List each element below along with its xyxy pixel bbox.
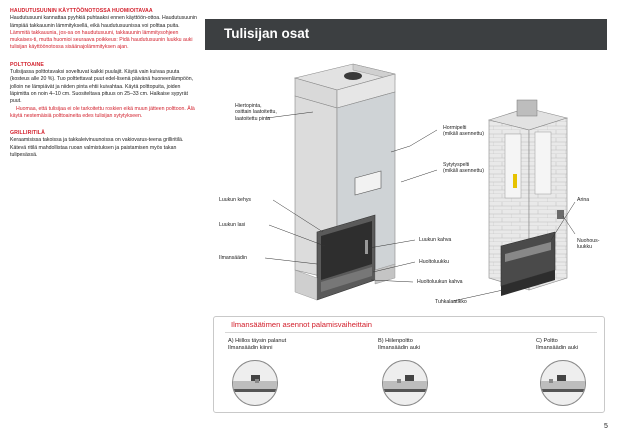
parts-panel: Tulisijan osat bbox=[205, 19, 607, 414]
ignition-damper bbox=[513, 174, 517, 188]
service-hatch bbox=[321, 267, 372, 292]
label-service-hatch-handle: Huoltoluukun kahva bbox=[417, 279, 463, 285]
label-ash-pan: Tuhkalaatikko bbox=[435, 299, 467, 305]
label-service-hatch: Huoltoluukku bbox=[419, 259, 449, 265]
paragraph: Tulisijassa polttotavaksi soveltuvat kai… bbox=[10, 69, 194, 105]
stove-cutaway-view bbox=[487, 99, 569, 296]
label-door-glass: Luukun lasi bbox=[219, 222, 246, 228]
option-line1: B) Hiilenpoltto bbox=[378, 338, 413, 344]
air-control-frame bbox=[213, 316, 605, 413]
section-fuel: POLTTOAINE Tulisijassa polttotavaksi sov… bbox=[10, 62, 198, 120]
body-text: Haudutusuuni kannattaa pyyhkiä puhtaaksi… bbox=[10, 15, 197, 29]
air-control-closed-detail bbox=[232, 360, 278, 406]
section-heading: GRILLIRITILÄ bbox=[10, 130, 45, 137]
paragraph: Haudutusuuni kannattaa pyyhkiä puhtaaksi… bbox=[10, 15, 198, 51]
sweep-hatch bbox=[557, 210, 564, 219]
option-line1: C) Poltto bbox=[536, 338, 558, 344]
option-c: C) Poltto Ilmansäädin auki bbox=[536, 338, 578, 352]
option-b: B) Hiilenpoltto Ilmansäädin auki bbox=[378, 338, 420, 352]
stove-front-view bbox=[293, 63, 396, 301]
option-line2: Ilmansäädin kiinni bbox=[228, 345, 273, 351]
air-control-title: Ilmansäätimen asennot palamisvaiheittain bbox=[231, 320, 372, 329]
label-sweep-hatch: Nuohous- luukku bbox=[577, 238, 600, 251]
upper-window bbox=[354, 170, 382, 196]
panel-title: Tulisijan osat bbox=[224, 26, 310, 41]
title-bar: Tulisijan osat bbox=[205, 19, 607, 50]
option-line1: A) Hiillos täysin palanut bbox=[228, 338, 287, 344]
flue-opening bbox=[344, 72, 362, 80]
left-text-column: HAUDUTUSUUNIN KÄYTTÖÖNOTOSSA HUOMIOITAVA… bbox=[10, 8, 198, 159]
option-a: A) Hiillos täysin palanut Ilmansäädin ki… bbox=[228, 338, 286, 352]
divider bbox=[225, 332, 597, 333]
door-glass bbox=[321, 221, 372, 280]
warning-text: Huomaa, että tulisijaa ei ole tarkoitett… bbox=[10, 105, 195, 119]
option-line2: Ilmansäädin auki bbox=[536, 345, 578, 351]
label-ignition-damper: Sytytyspelti (mikäli asennettu) bbox=[443, 162, 484, 175]
stove-illustration bbox=[264, 63, 576, 302]
section-heading: POLTTOAINE bbox=[10, 61, 44, 68]
section-start-up: HAUDUTUSUUNIN KÄYTTÖÖNOTOSSA HUOMIOITAVA… bbox=[10, 8, 198, 52]
warning-text: Lämmitä takkauunia, jos-sa on haudutusuu… bbox=[10, 29, 193, 51]
air-control-charcoal-detail bbox=[382, 360, 428, 406]
grate bbox=[505, 242, 551, 262]
label-surface: Hiertopinta, osittain laatoitettu, laato… bbox=[235, 103, 277, 122]
air-control-burning-detail bbox=[540, 360, 586, 406]
chimney-collar bbox=[516, 99, 538, 117]
label-grate: Arina bbox=[577, 197, 590, 203]
label-door-frame: Luukun kehys bbox=[219, 197, 252, 203]
ash-pan bbox=[501, 270, 555, 296]
leader-lines bbox=[264, 111, 576, 302]
label-air-control: Ilmansäädin bbox=[219, 255, 247, 261]
page-number: 5 bbox=[604, 423, 608, 430]
label-chimney-damper: Hormipelti (mikäli asennettu) bbox=[443, 125, 484, 138]
section-heading: HAUDUTUSUUNIN KÄYTTÖÖNOTOSSA HUOMIOITAVA… bbox=[10, 8, 153, 14]
door-handle bbox=[365, 240, 368, 254]
label-door-handle: Luukun kahva bbox=[419, 237, 452, 243]
section-grill: GRILLIRITILÄ Keraamisissa takoissa ja ta… bbox=[10, 130, 198, 159]
paragraph: Keraamisissa takoissa ja takkaleivinuuno… bbox=[10, 137, 184, 159]
option-line2: Ilmansäädin auki bbox=[378, 345, 420, 351]
